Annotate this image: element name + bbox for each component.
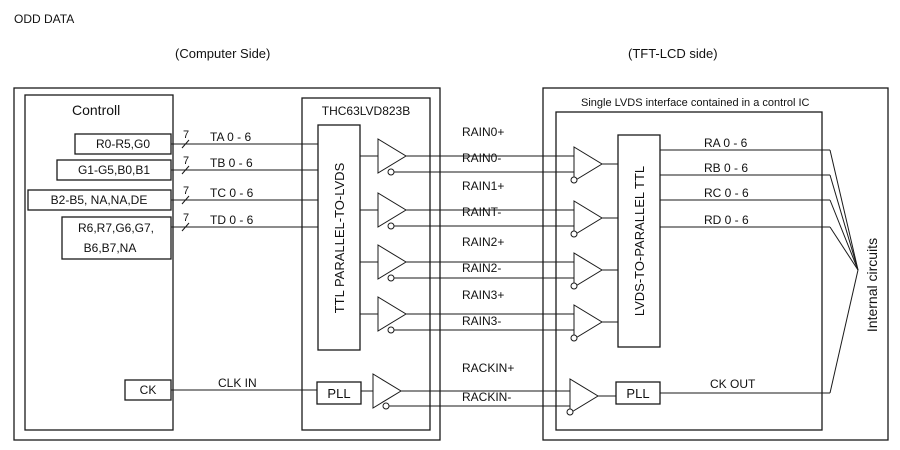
signal-group-c-label: B2-B5, NA,NA,DE [51,193,148,207]
lvds-to-ttl-block [617,134,661,348]
ck-label: CK [140,383,157,397]
lvds-label-rain0-neg: RAIN0- [462,151,501,165]
bus-label-ta: TA 0 - 6 [210,130,251,144]
internal-circuits-label: Internal circuits [864,238,880,332]
controller-box [24,94,174,431]
diagram-title: ODD DATA [14,12,74,26]
tft-side-box [542,87,889,441]
lvds-interface-label: Single LVDS interface contained in a con… [581,97,810,109]
rx-output-rc: RC 0 - 6 [704,186,749,200]
transmitter-label: THC63LVD823B [322,104,411,118]
lvds-label-rain1-pos: RAIN1+ [462,179,504,193]
signal-group-b-label: G1-G5,B0,B1 [78,163,150,177]
lvds-label-rain3-neg: RAIN3- [462,314,501,328]
rx-pll-label: PLL [626,386,649,401]
rx-output-rd: RD 0 - 6 [704,213,749,227]
rx-output-rb: RB 0 - 6 [704,161,748,175]
tx-pll-label: PLL [327,386,350,401]
rx-receiver-1 [570,200,618,238]
tx-pll-box [316,381,362,405]
transmitter-box [301,97,431,431]
computer-side-box [13,87,441,441]
lvds-label-rain0-pos: RAIN0+ [462,125,504,139]
ttl-to-lvds-label: TTL PARALLEL-TO-LVDS [332,162,347,313]
tx-clock-driver [361,373,402,410]
bus-width-c: 7 [183,185,189,197]
ttl-to-lvds-block [317,124,361,351]
bus-label-tc: TC 0 - 6 [210,186,254,200]
bus-width-d: 7 [183,212,189,224]
lvds-label-rackin-neg: RACKIN- [462,390,511,404]
lvds-label-rain2-pos: RAIN2+ [462,235,504,249]
rx-clock-receiver [566,378,616,416]
lvds-label-rain2-neg: RAIN2- [462,261,501,275]
lvds-to-ttl-label: LVDS-TO-PARALLEL TTL [632,166,647,316]
bus-width-b: 7 [183,155,189,167]
lvds-label-rain3-pos: RAIN3+ [462,288,504,302]
rx-receiver-2 [570,252,618,290]
internal-circuits-fan [829,149,859,394]
controller-label: Controll [72,102,120,118]
bus-label-tb: TB 0 - 6 [210,156,253,170]
tft-side-label: (TFT-LCD side) [628,46,718,61]
lvds-label-rackin-pos: RACKIN+ [462,361,514,375]
tx-driver-3 [360,296,407,334]
tx-driver-1 [360,192,407,230]
tx-driver-0 [360,138,407,176]
clk-in-label: CLK IN [218,376,257,390]
rx-receiver-0 [570,146,618,184]
signal-group-box-d [61,216,172,260]
signal-group-d-label-line2: B6,B7,NA [84,241,137,255]
lvds-interface-box [555,111,823,431]
rx-receiver-3 [570,304,618,342]
ck-out-label: CK OUT [710,377,756,391]
computer-side-label: (Computer Side) [175,46,270,61]
signal-group-a-label: R0-R5,G0 [96,137,150,151]
lvds-label-rain1-neg: RAINT- [462,205,501,219]
rx-output-ra: RA 0 - 6 [704,136,748,150]
tx-driver-2 [360,244,407,282]
signal-group-d-label-line1: R6,R7,G6,G7, [78,221,154,235]
bus-width-a: 7 [183,129,189,141]
bus-label-td: TD 0 - 6 [210,213,254,227]
